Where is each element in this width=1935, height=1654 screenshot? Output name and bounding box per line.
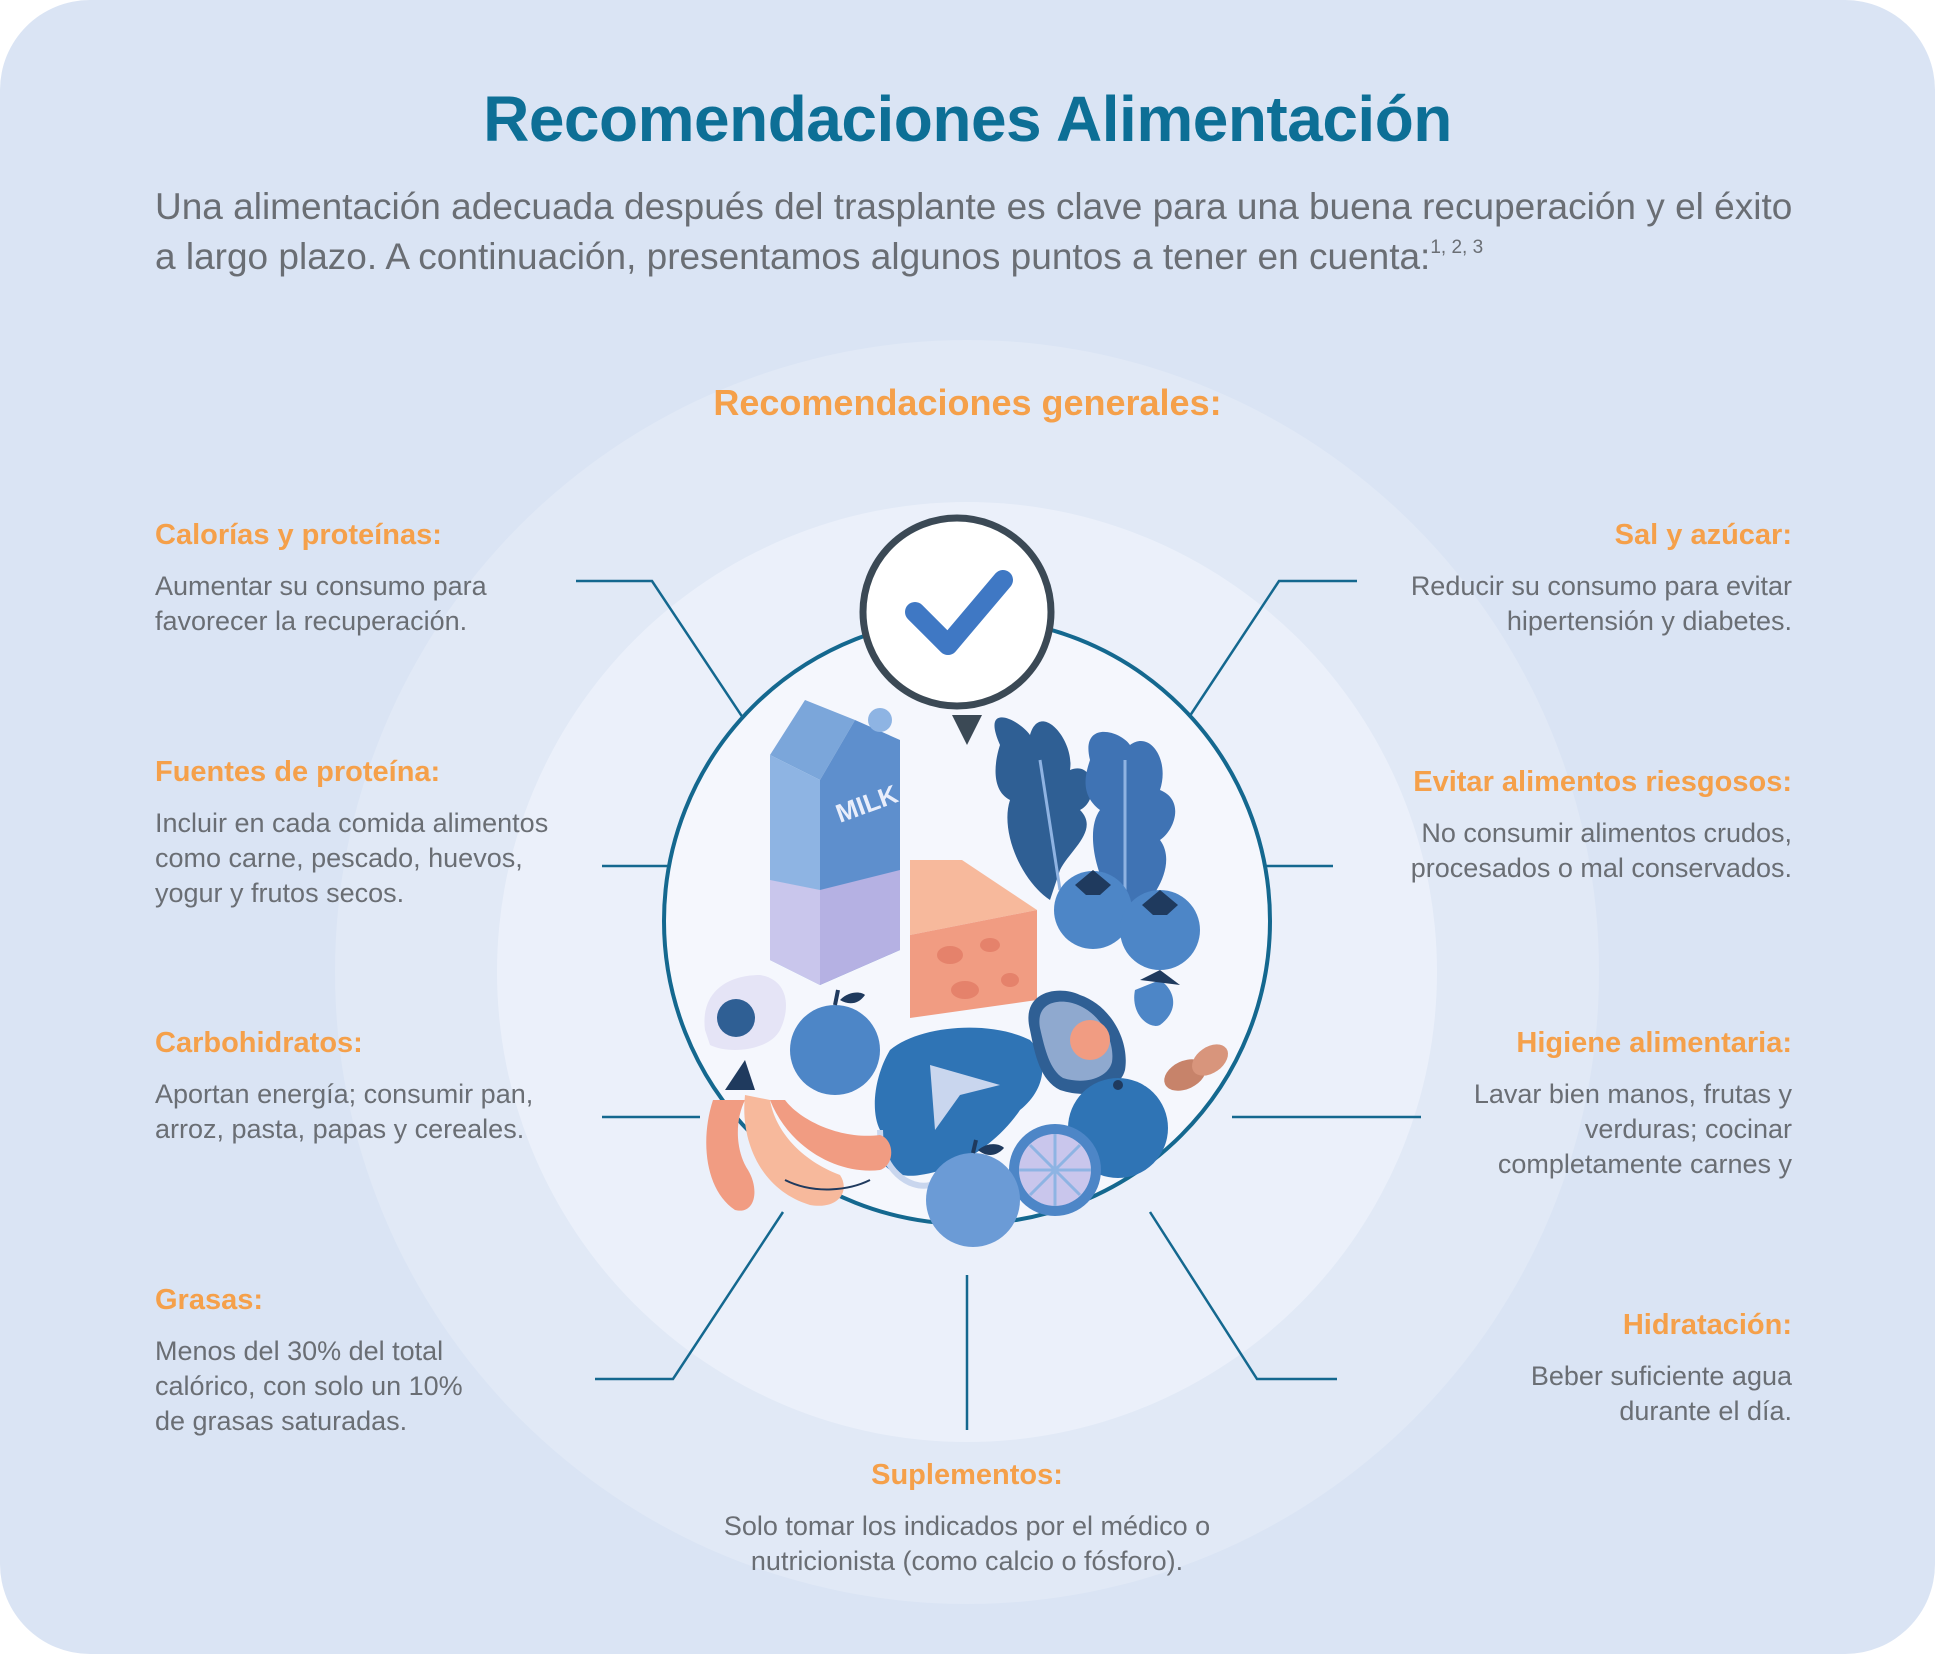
item-calorias-title: Calorías y proteínas:	[155, 519, 442, 551]
checkmark-pin-icon	[859, 514, 1055, 745]
citrus-slice-icon	[1009, 1124, 1101, 1216]
intro-references: 1, 2, 3	[1430, 237, 1484, 258]
item-sal: Sal y azúcar: Reducir su consumo para ev…	[1392, 515, 1792, 639]
item-fuentes-text: Incluir en cada comida alimentos como ca…	[155, 808, 549, 908]
intro-text: Una alimentación adecuada después del tr…	[155, 186, 1793, 277]
item-calorias-text: Aumentar su consumo para favorecer la re…	[155, 571, 487, 636]
cheese-icon	[910, 860, 1037, 1018]
item-evitar-title: Evitar alimentos riesgosos:	[1413, 766, 1792, 798]
leafy-greens-icon	[994, 717, 1176, 910]
pecans-icon	[1164, 1044, 1229, 1091]
item-suplementos-text: Solo tomar los indicados por el médico o…	[723, 1511, 1211, 1576]
bananas-icon	[706, 1060, 892, 1211]
avocado-icon	[1028, 990, 1126, 1094]
item-grasas: Grasas: Menos del 30% del total calórico…	[155, 1280, 495, 1439]
milk-carton-icon: MILK	[770, 700, 902, 985]
item-evitar-text: No consumir alimentos crudos, procesados…	[1410, 818, 1792, 883]
page-title: Recomendaciones Alimentación	[483, 83, 1452, 155]
item-hidratacion: Hidratación: Beber suficiente agua duran…	[1492, 1305, 1792, 1429]
item-sal-title: Sal y azúcar:	[1614, 519, 1792, 551]
item-grasas-text: Menos del 30% del total calórico, con so…	[155, 1336, 463, 1436]
connector-sal	[1168, 579, 1357, 747]
intro-paragraph: Una alimentación adecuada después del tr…	[155, 182, 1795, 282]
item-fuentes: Fuentes de proteína: Incluir en cada com…	[155, 752, 595, 911]
item-suplementos-title: Suplementos:	[871, 1459, 1063, 1491]
section-title: Recomendaciones generales:	[713, 382, 1222, 423]
item-carbohidratos-text: Aportan energía; consumir pan, arroz, pa…	[155, 1079, 534, 1144]
connector-calorias	[576, 579, 765, 749]
item-hidratacion-title: Hidratación:	[1622, 1309, 1792, 1341]
strawberry-icon	[1134, 970, 1180, 1026]
item-sal-text: Reducir su consumo para evitar hipertens…	[1410, 571, 1792, 636]
item-carbohidratos: Carbohidratos: Aportan energía; consumir…	[155, 1023, 575, 1147]
connector-hidratacion	[1148, 1211, 1337, 1381]
item-hidratacion-text: Beber suficiente agua durante el día.	[1530, 1361, 1792, 1426]
item-fuentes-title: Fuentes de proteína:	[155, 756, 441, 788]
apple-bottom-icon	[926, 1139, 1020, 1247]
item-higiene-text: Lavar bien manos, frutas y verduras; coc…	[1473, 1079, 1792, 1179]
item-suplementos: Suplementos: Solo tomar los indicados po…	[697, 1455, 1237, 1579]
connector-grasas	[595, 1211, 785, 1381]
egg-icon	[704, 975, 786, 1050]
item-evitar: Evitar alimentos riesgosos: No consumir …	[1362, 762, 1792, 886]
connector-lines	[576, 579, 1421, 1430]
item-carbohidratos-title: Carbohidratos:	[155, 1027, 363, 1059]
item-calorias: Calorías y proteínas: Aumentar su consum…	[155, 515, 545, 639]
blueberries-icon	[1054, 870, 1200, 970]
item-grasas-title: Grasas:	[155, 1284, 264, 1316]
apple-icon	[790, 989, 880, 1095]
item-higiene: Higiene alimentaria: Lavar bien manos, f…	[1432, 1023, 1792, 1182]
item-higiene-title: Higiene alimentaria:	[1516, 1027, 1792, 1059]
